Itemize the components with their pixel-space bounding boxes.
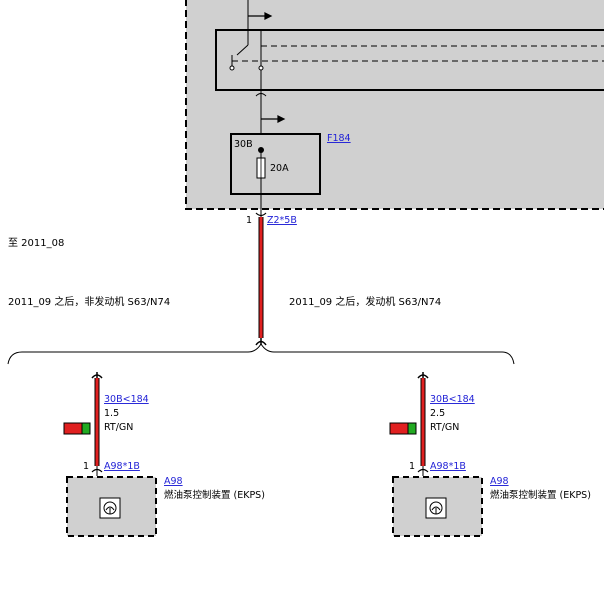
variant-brace — [7, 343, 515, 365]
relay-box — [215, 29, 604, 91]
wire-gauge: 1.5 — [104, 408, 119, 419]
branch-right: 30B<184 2.5 RT/GN 1 A98*1B A98 燃油泵控制装置 (… — [389, 372, 591, 537]
pump-icon — [425, 497, 447, 519]
fuse-pin-label: 30B — [234, 139, 253, 150]
connector-pin-num: 1 — [83, 461, 89, 472]
arrow-icon — [261, 115, 286, 123]
connector-pin-num: 1 — [409, 461, 415, 472]
module-name: 燃油泵控制装置 (EKPS) — [164, 489, 265, 501]
module-link-a98[interactable]: A98 — [490, 476, 509, 487]
wire-color-code: RT/GN — [430, 422, 459, 433]
wire-link-30b-184[interactable]: 30B<184 — [104, 394, 149, 405]
wire-gauge: 2.5 — [430, 408, 445, 419]
variant-until-label: 至 2011_08 — [8, 237, 64, 249]
connector-link-a98-1b[interactable]: A98*1B — [430, 461, 466, 472]
fuse-rating: 20A — [270, 163, 289, 174]
wire-color-swatch — [63, 422, 91, 435]
module-name: 燃油泵控制装置 (EKPS) — [490, 489, 591, 501]
connector-link-z2-5b[interactable]: Z2*5B — [267, 215, 297, 226]
fuse-box — [230, 133, 321, 195]
variant-non-engine-label: 2011_09 之后，非发动机 S63/N74 — [8, 295, 170, 308]
fuse-link-f184[interactable]: F184 — [327, 133, 351, 144]
branch-left: 30B<184 1.5 RT/GN 1 A98*1B A98 燃油泵控制装置 (… — [63, 372, 265, 537]
pump-icon — [99, 497, 121, 519]
arrow-icon — [248, 12, 273, 20]
wire-color-swatch — [389, 422, 417, 435]
connector-link-a98-1b[interactable]: A98*1B — [104, 461, 140, 472]
switch-symbol — [229, 30, 264, 71]
wire-link-30b-184[interactable]: 30B<184 — [430, 394, 475, 405]
variant-engine-label: 2011_09 之后，发动机 S63/N74 — [289, 295, 441, 308]
module-link-a98[interactable]: A98 — [164, 476, 183, 487]
connector-pin-num: 1 — [246, 215, 252, 226]
wire-color-code: RT/GN — [104, 422, 133, 433]
